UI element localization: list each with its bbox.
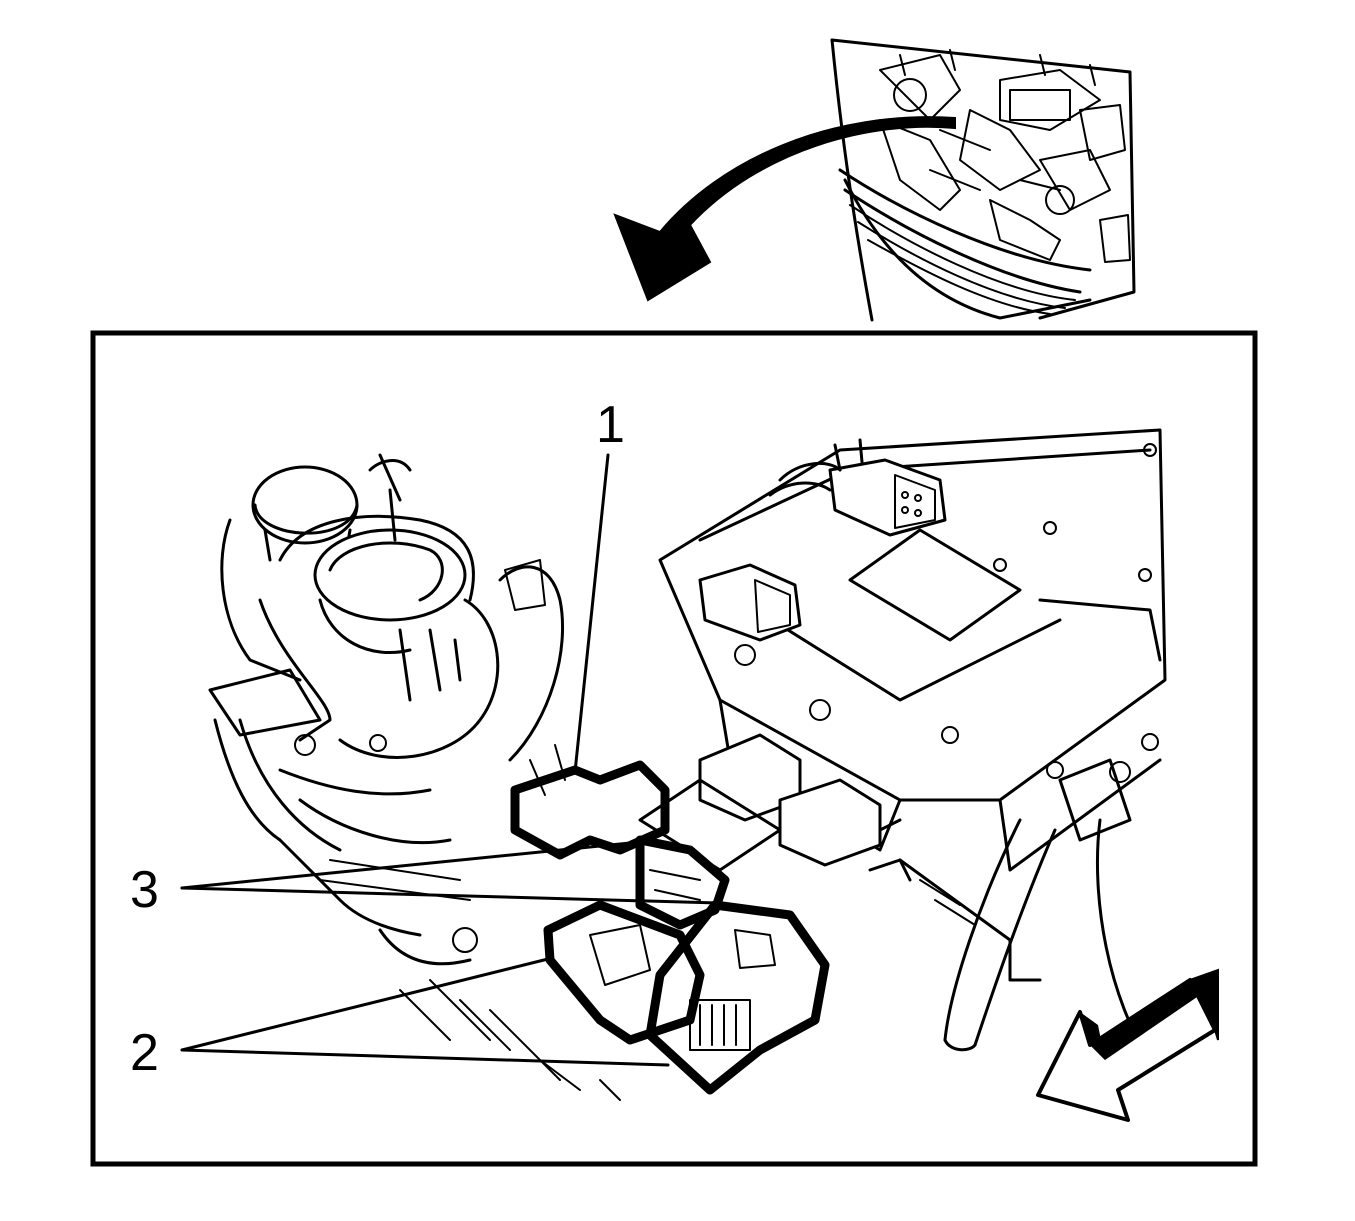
callout-1: 1 <box>596 396 625 454</box>
vehicle-overview-inset <box>613 38 1136 322</box>
coolant-reservoir <box>208 453 564 852</box>
electronics-module-housing <box>638 428 1167 1062</box>
callout-2: 2 <box>130 1024 159 1082</box>
detail-frame <box>90 330 1258 1167</box>
leader-lines <box>180 453 720 1067</box>
connector-1 <box>510 744 670 860</box>
connector-2 <box>543 900 830 1095</box>
callout-3: 3 <box>130 861 159 919</box>
front-direction-arrow-icon <box>1036 968 1219 1122</box>
